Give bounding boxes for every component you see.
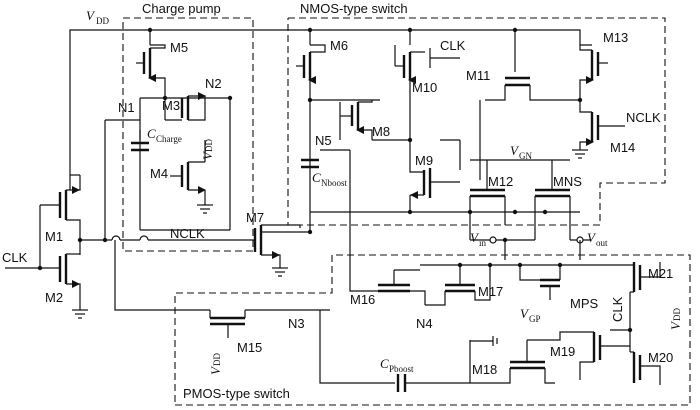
vdd-right-label: V: [668, 320, 683, 330]
m13-label: M13: [603, 30, 628, 45]
m8-label: M8: [372, 124, 390, 139]
clk-m21-label: CLK: [610, 296, 625, 322]
charge-pump-label: Charge pump: [142, 1, 221, 16]
nmos-switch-circuit: [296, 44, 625, 270]
m20-label: M20: [648, 350, 673, 365]
pmos-switch-circuit: [209, 262, 661, 392]
ccharge-sub: Charge: [156, 134, 182, 144]
m3-label: M3: [162, 98, 180, 113]
charge-pump-block: [122, 17, 254, 252]
m4-label: M4: [150, 166, 168, 181]
n5-label: N5: [315, 133, 332, 148]
vdd-rail: [69, 27, 581, 190]
m17-label: M17: [478, 284, 503, 299]
m1-label: M1: [45, 229, 63, 244]
m2-label: M2: [45, 290, 63, 305]
pmos-switch-label: PMOS-type switch: [183, 386, 290, 401]
m7-transistor: [253, 224, 313, 277]
vdd-main-sub: DD: [96, 16, 109, 26]
n1-label: N1: [118, 100, 135, 115]
cpboost-sub: Pboost: [389, 364, 414, 374]
vdd-m15-label: V: [208, 365, 223, 375]
vdd-pump-sub: DD: [204, 139, 214, 152]
n4-label: N4: [416, 316, 433, 331]
cpboost-label: C: [380, 356, 389, 371]
vdd-right-sub: DD: [672, 308, 682, 321]
m10-label: M10: [412, 80, 437, 95]
vout-label: V: [587, 230, 597, 245]
vgn-label: V: [510, 143, 520, 158]
m9-label: M9: [415, 153, 433, 168]
m21-label: M21: [648, 266, 673, 281]
vdd-pump-label: V: [200, 150, 215, 160]
nclk-m13-label: NCLK: [626, 110, 661, 125]
vgp-label: V: [520, 306, 530, 321]
m6-label: M6: [330, 38, 348, 53]
m11-label: M11: [466, 68, 490, 83]
m18-label: M18: [472, 362, 497, 377]
m12-label: M12: [488, 174, 513, 189]
nclk-pump-label: NCLK: [170, 226, 205, 241]
io-terminals: [469, 225, 590, 260]
mps-label: MPS: [570, 296, 599, 311]
ccharge-label: C: [147, 126, 156, 141]
vin-sub: in: [479, 238, 487, 248]
m19-label: M19: [550, 344, 575, 359]
vdd-m15-sub: DD: [212, 353, 222, 366]
vgp-sub: GP: [529, 314, 541, 324]
cnboost-label: C: [312, 170, 321, 185]
vdd-main-label: V: [86, 8, 96, 23]
vgn-sub: GN: [519, 151, 532, 161]
charge-pump-circuit: [131, 44, 233, 231]
mns-label: MNS: [553, 174, 582, 189]
vin-label: V: [470, 230, 480, 245]
m16-label: M16: [350, 292, 375, 307]
m15-label: M15: [237, 340, 262, 355]
pmos-switch-block: [174, 254, 691, 406]
clk-m10-label: CLK: [440, 38, 466, 53]
n2-label: N2: [205, 76, 222, 91]
cnboost-sub: Nboost: [321, 178, 348, 188]
m5-label: M5: [170, 40, 188, 55]
clk-input-label: CLK: [2, 250, 28, 265]
vout-sub: out: [596, 238, 608, 248]
n3-label: N3: [288, 316, 305, 331]
m7-label: M7: [246, 210, 264, 225]
m14-label: M14: [610, 140, 635, 155]
input-inverter: [5, 119, 255, 319]
nmos-switch-label: NMOS-type switch: [300, 1, 408, 16]
